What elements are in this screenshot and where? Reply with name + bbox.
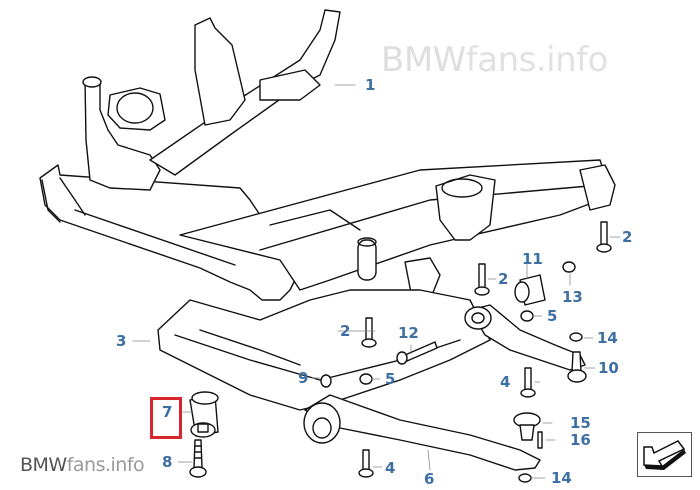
callout-2[interactable]: 2 [622,228,633,246]
rubber-mount [189,391,219,438]
callout-14[interactable]: 14 [551,469,572,487]
callout-3[interactable]: 3 [116,332,127,350]
callout-1[interactable]: 1 [365,76,376,94]
watermark-top: BMWfans.info [381,40,608,80]
leader-lines [132,84,621,479]
bolt-8 [189,439,207,478]
callout-16[interactable]: 16 [570,431,591,449]
callout-5[interactable]: 5 [385,370,396,388]
watermark-brand: BMW [20,454,67,476]
direction-arrow-icon [637,432,692,477]
callout-2[interactable]: 2 [498,270,509,288]
callout-2[interactable]: 2 [340,322,351,340]
callout-10[interactable]: 10 [598,359,619,377]
reinforcement-plate [157,209,491,411]
callout-6[interactable]: 6 [424,470,435,488]
control-arm [464,304,586,371]
arrow-glyph [643,440,686,470]
small-fasteners [320,221,612,483]
callout-4[interactable]: 4 [385,459,396,477]
callout-11[interactable]: 11 [522,250,543,268]
callout-13[interactable]: 13 [562,288,583,306]
callout-8[interactable]: 8 [162,453,173,471]
watermark-bottom: BMWfans.info [20,454,145,476]
watermark-domain: fans.info [66,454,145,476]
tension-strut [303,394,541,471]
callout-14[interactable]: 14 [597,329,618,347]
watermark-domain: fans.info [465,40,609,80]
callout-5[interactable]: 5 [547,307,558,325]
callout-12[interactable]: 12 [398,324,419,342]
callout-4[interactable]: 4 [500,373,511,391]
callout-15[interactable]: 15 [570,414,591,432]
front-axle-carrier [39,9,616,301]
callout-9[interactable]: 9 [298,369,309,387]
watermark-brand: BMW [381,40,466,80]
highlighted-part-box [150,397,182,439]
callout-7[interactable]: 7 [162,403,173,421]
